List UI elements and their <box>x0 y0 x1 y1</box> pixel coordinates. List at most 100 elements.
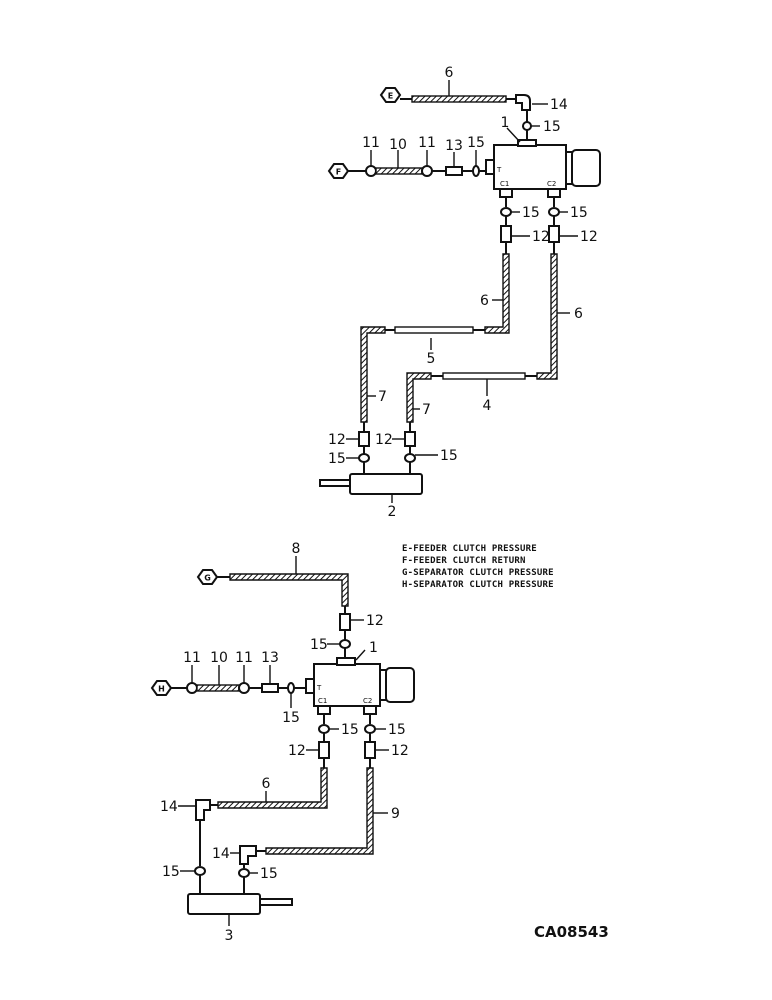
valve-1-top: T C1 C2 <box>485 139 601 198</box>
legend-h: H-SEPARATOR CLUTCH PRESSURE <box>402 580 554 590</box>
callout-15: 15 <box>543 119 561 135</box>
callout-12: 12 <box>580 229 598 245</box>
callout-7: 7 <box>378 389 387 405</box>
callout-6: 6 <box>262 776 271 792</box>
callout-14: 14 <box>160 799 178 815</box>
callout-15: 15 <box>310 637 328 653</box>
svg-text:C1: C1 <box>318 697 327 705</box>
o-ring-15-top-b <box>472 165 480 177</box>
callout-6: 6 <box>445 65 454 81</box>
o-ring-15-bottom-a <box>339 639 351 649</box>
tube-6-bottom <box>217 767 328 809</box>
callout-14: 14 <box>550 97 568 113</box>
callout-10: 10 <box>389 137 407 153</box>
callout-6: 6 <box>574 306 583 322</box>
bottom-assembly: G T C1 C2 H <box>150 541 415 944</box>
svg-text:C1: C1 <box>500 180 509 188</box>
callout-6: 6 <box>480 293 489 309</box>
callout-1: 1 <box>501 115 510 131</box>
callout-15: 15 <box>341 722 359 738</box>
legend: E-FEEDER CLUTCH PRESSURE F-FEEDER CLUTCH… <box>402 544 554 590</box>
tube-5 <box>394 326 474 334</box>
tag-f: F <box>327 163 350 179</box>
tee-14-bottom-a <box>195 799 211 821</box>
callout-10: 10 <box>210 650 228 666</box>
connector-12-bottom-c <box>364 741 376 759</box>
fitting-11-bottom-b <box>238 682 250 694</box>
top-assembly: E T C1 C2 F <box>319 65 601 520</box>
connector-12-top-b <box>548 225 560 243</box>
elbow-14-top <box>515 94 531 111</box>
callout-8: 8 <box>292 541 301 557</box>
tube-4 <box>442 372 526 380</box>
callout-15: 15 <box>162 864 180 880</box>
hose-10-bottom <box>196 684 240 692</box>
tube-7-top-a <box>360 326 386 423</box>
callout-15: 15 <box>570 205 588 221</box>
tube-6-top-c2 <box>536 253 558 380</box>
connector-12-bottom-b <box>318 741 330 759</box>
callout-15: 15 <box>522 205 540 221</box>
legend-f: F-FEEDER CLUTCH RETURN <box>402 556 526 566</box>
tee-14-bottom-b <box>239 845 257 865</box>
callout-12: 12 <box>328 432 346 448</box>
cylinder-2 <box>319 473 423 495</box>
connector-12-bottom-a <box>339 613 351 631</box>
callout-5: 5 <box>427 351 436 367</box>
callout-15: 15 <box>467 135 485 151</box>
callout-2: 2 <box>388 504 397 520</box>
tube-6-top <box>411 95 507 103</box>
o-ring-15-top-a <box>522 121 532 131</box>
svg-text:H: H <box>158 685 165 694</box>
tube-7-top-b <box>406 372 432 423</box>
o-ring-15-bottom-d <box>364 724 376 734</box>
o-ring-15-top-d <box>548 207 560 217</box>
callout-7: 7 <box>422 402 431 418</box>
callout-12: 12 <box>366 613 384 629</box>
callout-15: 15 <box>388 722 406 738</box>
callout-12: 12 <box>288 743 306 759</box>
callout-11: 11 <box>418 135 436 151</box>
callout-12: 12 <box>391 743 409 759</box>
tube-9 <box>265 767 374 855</box>
callout-3: 3 <box>225 928 234 944</box>
callout-1: 1 <box>369 640 378 656</box>
callout-11: 11 <box>235 650 253 666</box>
connector-12-top-a <box>500 225 512 243</box>
callout-11: 11 <box>362 135 380 151</box>
adapter-13-top <box>445 166 463 176</box>
top-leaders <box>346 80 578 503</box>
o-ring-15-bottom-c <box>318 724 330 734</box>
fitting-11-top-b <box>421 165 433 177</box>
svg-text:G: G <box>204 574 211 583</box>
callout-15: 15 <box>328 451 346 467</box>
callout-12: 12 <box>532 229 550 245</box>
o-ring-15-bottom-f <box>238 868 250 878</box>
callout-15: 15 <box>260 866 278 882</box>
legend-e: E-FEEDER CLUTCH PRESSURE <box>402 544 537 554</box>
tag-g: G <box>196 569 219 585</box>
connector-12-top-d <box>404 431 416 447</box>
legend-g: G-SEPARATOR CLUTCH PRESSURE <box>402 568 554 578</box>
callout-15: 15 <box>440 448 458 464</box>
o-ring-15-top-f <box>404 453 416 463</box>
fitting-11-top-a <box>365 165 377 177</box>
svg-text:T: T <box>316 684 322 692</box>
callout-13: 13 <box>261 650 279 666</box>
connector-12-top-c <box>358 431 370 447</box>
callout-12: 12 <box>375 432 393 448</box>
callout-13: 13 <box>445 138 463 154</box>
o-ring-15-top-c <box>500 207 512 217</box>
svg-text:C2: C2 <box>547 180 556 188</box>
callout-9: 9 <box>391 806 400 822</box>
drawing-code: CA08543 <box>534 923 609 941</box>
callout-4: 4 <box>483 398 492 414</box>
svg-text:F: F <box>336 168 341 177</box>
cylinder-3 <box>187 893 293 915</box>
bottom-leaders <box>178 556 389 926</box>
tag-e: E <box>379 87 402 103</box>
o-ring-15-bottom-e <box>194 866 206 876</box>
tag-h: H <box>150 680 173 696</box>
hose-10-top <box>375 167 423 175</box>
